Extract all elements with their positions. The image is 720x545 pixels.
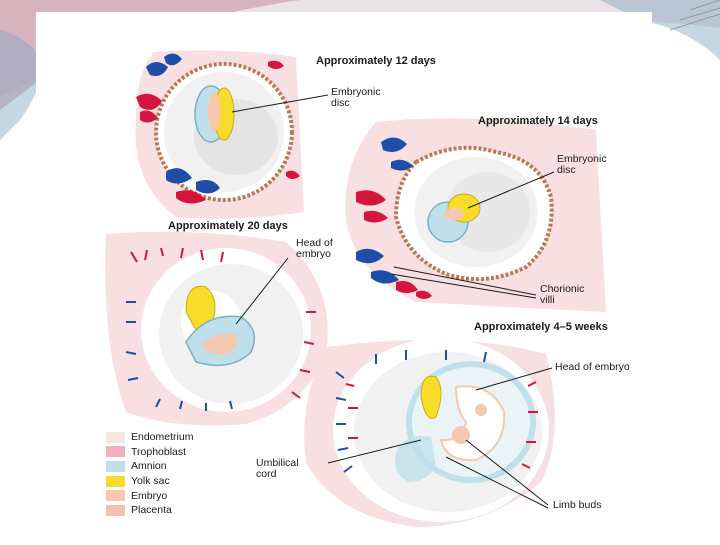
stage-title-20-days: Approximately 20 days bbox=[168, 220, 288, 232]
legend-swatch-amnion bbox=[106, 460, 125, 472]
stage-title-14-days: Approximately 14 days bbox=[478, 115, 598, 127]
stage-4-5-weeks-illustration bbox=[304, 338, 555, 527]
stage-title-12-days: Approximately 12 days bbox=[316, 55, 436, 67]
legend-label: Yolk sac bbox=[131, 475, 170, 488]
legend-label: Placenta bbox=[131, 504, 172, 517]
label-umbilical-cord: Umbilical cord bbox=[256, 457, 299, 480]
label-head-of-embryo-45: Head of embryo bbox=[555, 361, 630, 373]
embryo-development-figure: Approximately 12 days Approximately 14 d… bbox=[36, 12, 652, 540]
legend-swatch-placenta bbox=[106, 504, 125, 516]
legend-item: Embryo bbox=[106, 488, 193, 503]
label-embryonic-disc-12: Embryonic disc bbox=[331, 86, 381, 109]
legend-label: Embryo bbox=[131, 489, 168, 502]
callout-lines bbox=[231, 94, 555, 509]
label-embryonic-disc-14: Embryonic disc bbox=[557, 153, 607, 176]
label-chorionic-villi: Chorionic villi bbox=[540, 283, 585, 306]
legend-item: Trophoblast bbox=[106, 445, 193, 460]
stage-title-4-5-weeks: Approximately 4–5 weeks bbox=[474, 321, 608, 333]
legend-label: Amnion bbox=[131, 460, 167, 473]
legend-label: Trophoblast bbox=[131, 445, 187, 458]
legend-item: Placenta bbox=[106, 503, 193, 518]
legend: Endometrium Trophoblast Amnion Yolk sac … bbox=[106, 430, 193, 518]
legend-swatch-embryo bbox=[106, 490, 125, 502]
label-limb-buds: Limb buds bbox=[553, 499, 602, 511]
stage-14-days-illustration bbox=[345, 118, 606, 312]
stage-12-days-illustration bbox=[135, 50, 304, 219]
legend-item: Amnion bbox=[106, 459, 193, 474]
legend-swatch-endometrium bbox=[106, 431, 125, 443]
legend-swatch-trophoblast bbox=[106, 446, 125, 458]
legend-label: Endometrium bbox=[131, 431, 194, 444]
legend-item: Endometrium bbox=[106, 430, 193, 445]
stage-20-days-illustration bbox=[105, 231, 328, 426]
label-head-of-embryo-20: Head of embryo bbox=[296, 237, 333, 260]
legend-swatch-yolk-sac bbox=[106, 475, 125, 487]
diagram-illustration bbox=[105, 50, 606, 527]
legend-item: Yolk sac bbox=[106, 474, 193, 489]
